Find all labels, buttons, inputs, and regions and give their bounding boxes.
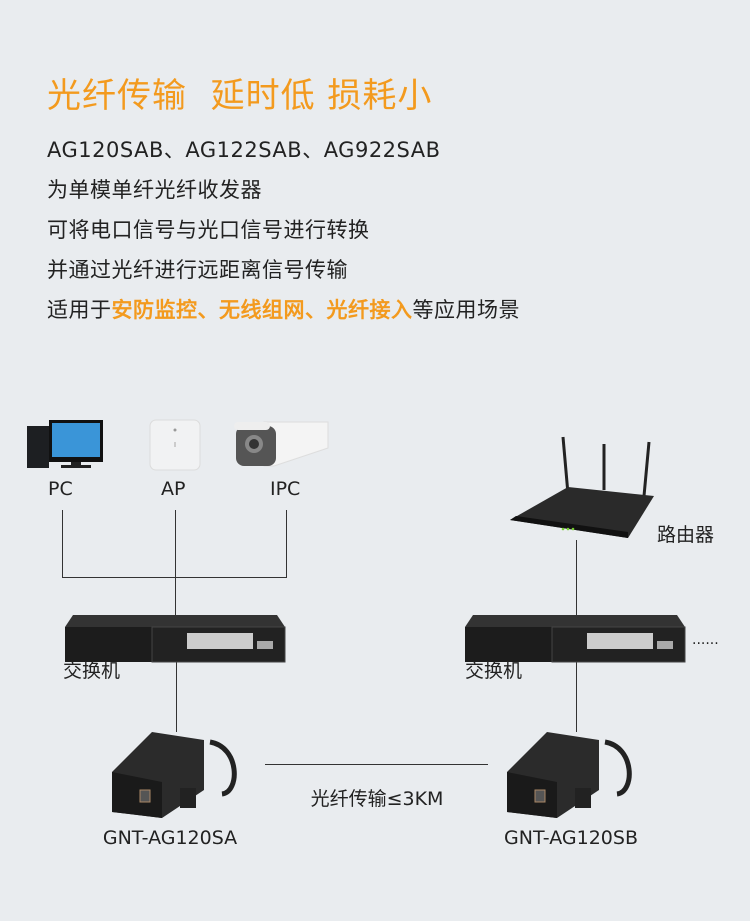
application-prefix: 适用于 (47, 298, 112, 322)
wire-pc (62, 510, 63, 577)
ap-icon (149, 419, 201, 471)
wire-bus (62, 577, 287, 578)
description-line: 为单模单纤光纤收发器 (47, 178, 262, 202)
pc-icon (27, 420, 103, 468)
router-icon (510, 436, 654, 538)
description-line: 并通过光纤进行远距离信号传输 (47, 258, 348, 282)
more-indicator: ...... (692, 632, 719, 648)
model-list: AG120SAB、AG122SAB、AG922SAB (47, 138, 441, 162)
fiber-label: 光纤传输≤3KM (310, 788, 444, 810)
switch-right-label: 交换机 (465, 660, 523, 682)
router-label: 路由器 (657, 524, 715, 546)
ap-label: AP (161, 478, 186, 500)
page-title: 光纤传输 延时低 损耗小 (47, 76, 433, 116)
ipc-label: IPC (270, 478, 301, 500)
camera-icon (234, 421, 329, 467)
wire-switch-converter-right (576, 662, 577, 732)
switch-left-icon (65, 615, 286, 663)
wire-router-switch (576, 540, 577, 616)
application-line: 适用于安防监控、无线组网、光纤接入等应用场景 (47, 294, 520, 324)
pc-label: PC (48, 478, 73, 500)
converter-right-icon (507, 732, 632, 818)
application-suffix: 等应用场景 (412, 298, 520, 322)
description-line: 可将电口信号与光口信号进行转换 (47, 218, 370, 242)
switch-right-icon (465, 615, 686, 663)
fiber-line (265, 764, 488, 765)
wire-ap (175, 510, 176, 618)
switch-left-label: 交换机 (63, 660, 121, 682)
wire-switch-converter-left (176, 662, 177, 732)
application-highlight: 安防监控、无线组网、光纤接入 (111, 298, 413, 322)
converter-right-label: GNT-AG120SB (504, 827, 638, 849)
converter-left-icon (112, 732, 237, 818)
wire-ipc (286, 510, 287, 577)
converter-left-label: GNT-AG120SA (102, 827, 238, 849)
